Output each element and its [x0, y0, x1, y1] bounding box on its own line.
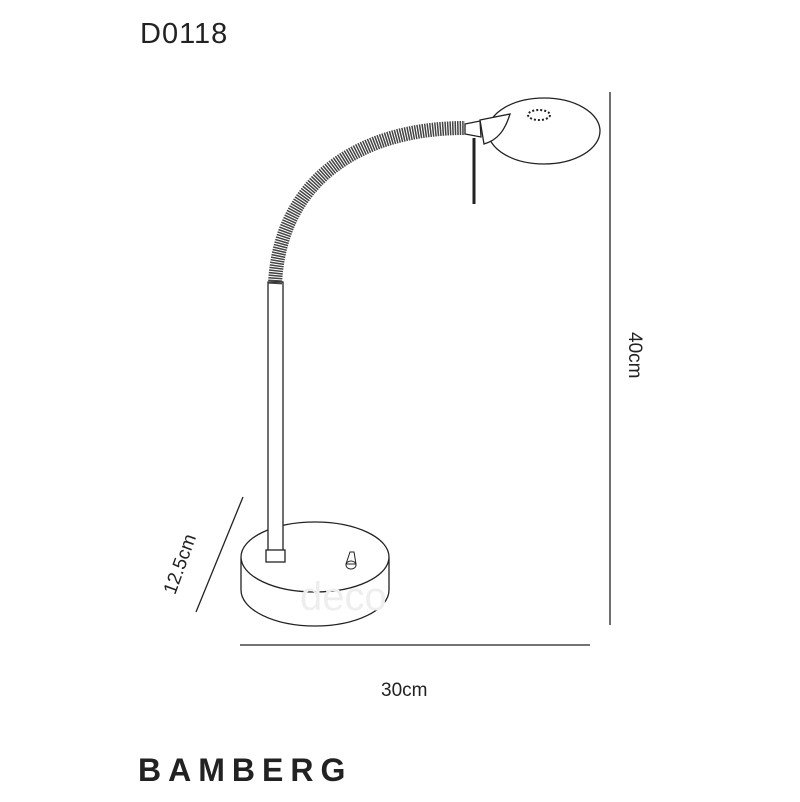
- lamp-shade: [472, 97, 601, 204]
- watermark-logo: deco: [300, 575, 387, 619]
- product-code: D0118: [140, 18, 229, 50]
- lamp-stem: [265, 281, 286, 563]
- height-label: 40cm: [624, 332, 645, 379]
- product-name: BAMBERG: [138, 752, 353, 788]
- width-label: 30cm: [381, 680, 428, 701]
- lamp-gooseneck: [268, 121, 466, 285]
- depth-dimension-line: [195, 496, 244, 613]
